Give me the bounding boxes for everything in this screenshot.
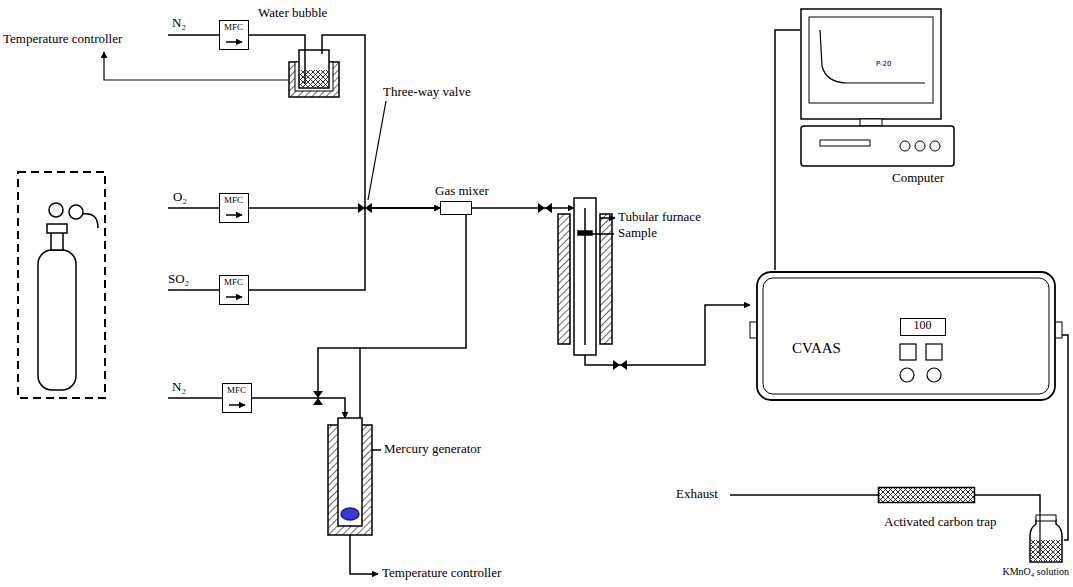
gas-line <box>322 35 440 208</box>
computer: Computer <box>800 8 955 168</box>
node-label: 100 <box>914 319 932 333</box>
annotation-label: Mercury generator <box>384 442 481 457</box>
cvaas-analyzer: CVAAS 100 <box>750 270 1062 402</box>
node-label: KMnO₄ solution <box>1002 566 1069 578</box>
node-label: MFC <box>224 277 243 287</box>
mfc-box: MFC <box>219 20 249 50</box>
annotation-label: Three-way valve <box>383 85 471 100</box>
annotation-label: N₂ <box>172 16 186 31</box>
annotation-label: Exhaust <box>676 487 718 502</box>
annotation-label: Temperature controller <box>382 566 501 581</box>
gas-line <box>249 35 305 42</box>
annotation-label: P-20 <box>876 60 892 68</box>
node-label: Gas mixer <box>435 184 489 199</box>
gas-line <box>975 495 1040 512</box>
mfc-box: MFC <box>219 275 249 305</box>
gas-line <box>775 30 800 270</box>
mfc-box: MFC <box>219 193 249 223</box>
annotation-label: N₂ <box>172 380 186 395</box>
annotation-label: O₂ <box>173 190 187 205</box>
mercury-generator <box>328 418 381 574</box>
water-bubbler: Water bubble <box>288 42 340 98</box>
gas-line <box>1062 335 1068 540</box>
node-label: MFC <box>227 385 246 395</box>
node-label: CVAAS <box>792 340 841 357</box>
node-label: Water bubble <box>258 6 327 21</box>
tubular-furnace <box>558 198 615 355</box>
gas-feed-lines <box>168 35 878 495</box>
gas-mixer: Gas mixer <box>440 201 472 215</box>
annotation-label: Sample <box>618 226 657 241</box>
node-label: Activated carbon trap <box>884 515 997 530</box>
annotation-label: SO₂ <box>168 272 189 287</box>
annotation-label: Temperature controller <box>3 32 122 47</box>
gas-cylinder <box>18 172 105 398</box>
node-label: Computer <box>892 171 944 186</box>
gas-line <box>249 208 440 290</box>
leader-lines <box>104 52 386 200</box>
display-readout: 100 <box>900 318 946 336</box>
node-label: MFC <box>224 22 243 32</box>
carbon-trap: Activated carbon trap <box>878 487 975 503</box>
annotation-label: Tubular furnace <box>618 210 701 225</box>
kmno4-bottle: KMnO₄ solution <box>1028 512 1064 564</box>
node-label: MFC <box>224 195 243 205</box>
mfc-box: MFC <box>222 383 252 413</box>
